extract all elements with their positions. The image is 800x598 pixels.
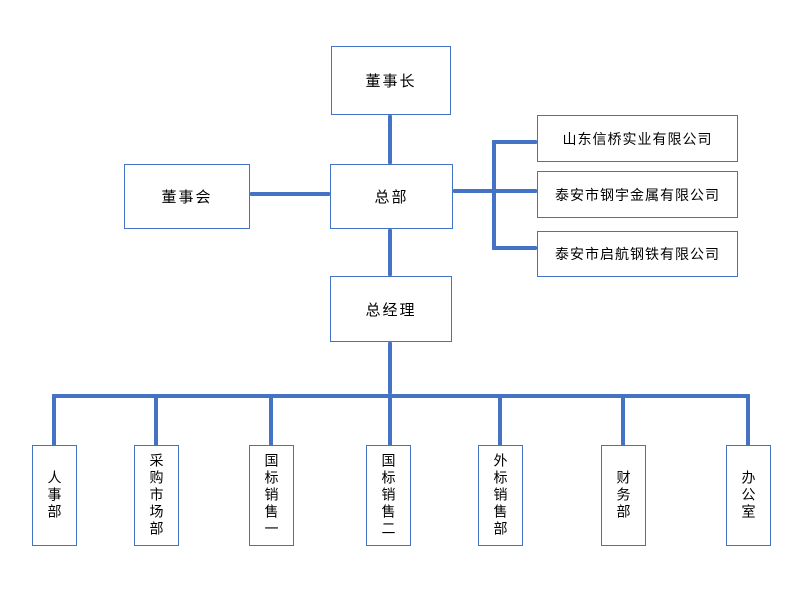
node-general-manager[interactable]: 总经理 bbox=[330, 276, 452, 342]
node-headquarters-label: 总部 bbox=[374, 189, 409, 206]
node-general-manager-label: 总经理 bbox=[365, 301, 417, 319]
node-dept-office-label: 办公室 bbox=[740, 470, 757, 521]
connector-drop-office bbox=[746, 394, 750, 446]
node-subsidiary-xinqiao-label: 山东信桥实业有限公司 bbox=[562, 130, 713, 147]
node-dept-export-sales-label: 外标销售部 bbox=[492, 453, 509, 538]
node-subsidiary-gangyu-label: 泰安市钢宇金属有限公司 bbox=[555, 186, 720, 203]
departments-distributor-line bbox=[52, 394, 750, 398]
connector-drop-export-sales bbox=[498, 394, 502, 446]
node-board[interactable]: 董事会 bbox=[124, 164, 250, 229]
connector-drop-gb-sales-2 bbox=[388, 394, 392, 446]
node-dept-finance[interactable]: 财务部 bbox=[601, 445, 646, 546]
connector-drop-procurement-market bbox=[154, 394, 158, 446]
connector-general-manager-distributor bbox=[388, 342, 392, 394]
node-dept-hr[interactable]: 人事部 bbox=[32, 445, 77, 546]
connector-chairman-hq bbox=[388, 115, 392, 164]
node-chairman-label: 董事长 bbox=[365, 73, 417, 90]
connector-spine-subsidiary-3 bbox=[492, 246, 537, 250]
connector-board-hq bbox=[250, 192, 330, 196]
node-subsidiary-xinqiao[interactable]: 山东信桥实业有限公司 bbox=[537, 115, 738, 162]
node-dept-gb-sales-2-label: 国标销售二 bbox=[380, 453, 397, 538]
connector-drop-gb-sales-1 bbox=[269, 394, 273, 446]
node-subsidiary-qihang-label: 泰安市启航钢铁有限公司 bbox=[555, 246, 720, 262]
subsidiaries-spine-line bbox=[492, 140, 496, 250]
node-chairman[interactable]: 董事长 bbox=[331, 46, 451, 115]
node-dept-finance-label: 财务部 bbox=[615, 470, 632, 521]
node-dept-procurement-market-label: 采购市场部 bbox=[148, 453, 165, 538]
node-dept-export-sales[interactable]: 外标销售部 bbox=[478, 445, 523, 546]
node-subsidiary-qihang[interactable]: 泰安市启航钢铁有限公司 bbox=[537, 231, 738, 277]
node-headquarters[interactable]: 总部 bbox=[330, 164, 453, 229]
connector-drop-hr bbox=[52, 394, 56, 446]
node-dept-office[interactable]: 办公室 bbox=[726, 445, 771, 546]
node-dept-gb-sales-1-label: 国标销售一 bbox=[263, 453, 280, 538]
node-dept-gb-sales-2[interactable]: 国标销售二 bbox=[366, 445, 411, 546]
connector-hq-general-manager bbox=[388, 229, 392, 276]
connector-spine-subsidiary-1 bbox=[492, 140, 537, 144]
node-dept-gb-sales-1[interactable]: 国标销售一 bbox=[249, 445, 294, 546]
node-dept-procurement-market[interactable]: 采购市场部 bbox=[134, 445, 179, 546]
node-dept-hr-label: 人事部 bbox=[46, 470, 63, 521]
node-board-label: 董事会 bbox=[161, 189, 213, 206]
node-subsidiary-gangyu[interactable]: 泰安市钢宇金属有限公司 bbox=[537, 171, 738, 218]
connector-drop-finance bbox=[621, 394, 625, 446]
